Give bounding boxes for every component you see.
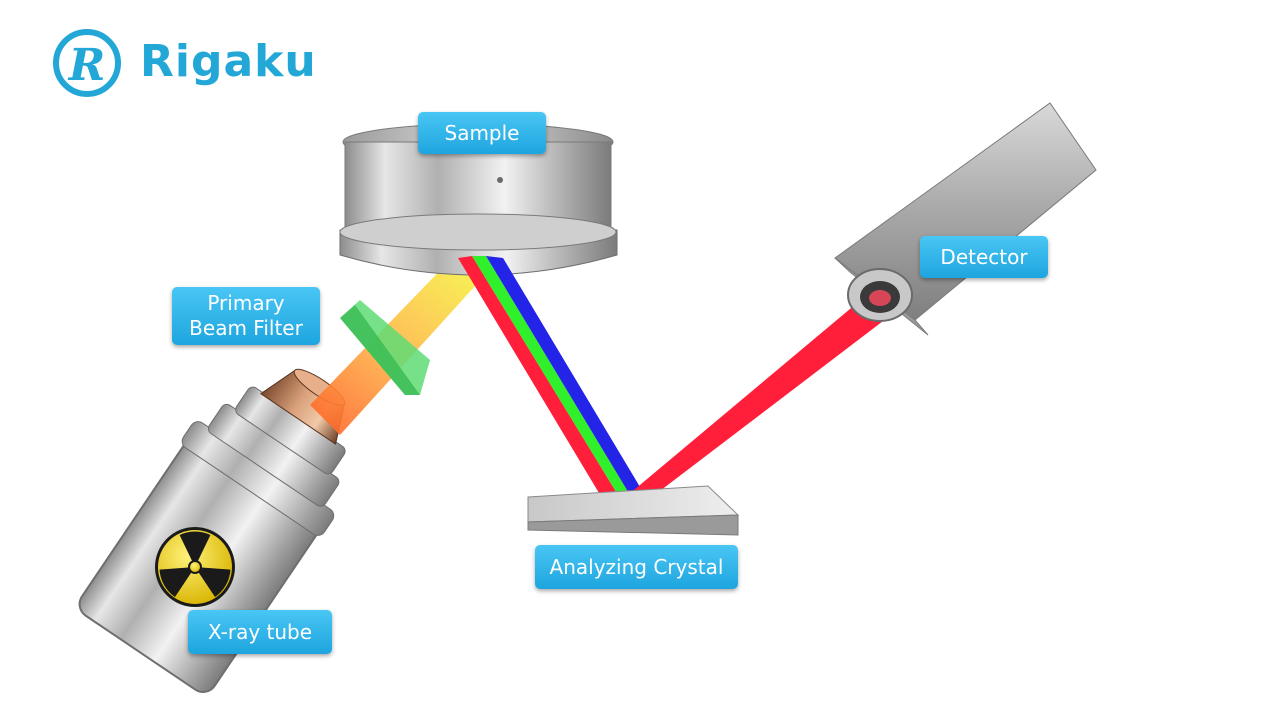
sample-label-text: Sample [444, 120, 520, 145]
brand-name: Rigaku [140, 36, 317, 87]
analyzing-crystal [527, 485, 740, 536]
svg-text:R: R [67, 40, 106, 91]
crystal-label-text: Analyzing Crystal [549, 554, 724, 579]
fluorescent-beams [458, 256, 643, 498]
primary-beam-filter [340, 300, 430, 395]
radiation-trefoil-icon [155, 527, 235, 607]
x-ray-tube-label: X-ray tube [188, 610, 332, 654]
x-ray-tube [78, 368, 346, 693]
detector-label-text: Detector [940, 244, 1028, 269]
tube-label-text: X-ray tube [207, 619, 313, 644]
primary-beam-filter-label: Primary Beam Filter [172, 287, 320, 345]
detector-label: Detector [920, 236, 1048, 278]
detector [834, 102, 1097, 336]
filter-label-line2: Beam Filter [189, 316, 303, 340]
sample-label: Sample [418, 112, 546, 154]
rigaku-logo-mark: R [53, 29, 121, 97]
diffracted-beam [628, 288, 895, 500]
filter-label-line1: Primary [207, 291, 285, 315]
analyzing-crystal-label: Analyzing Crystal [535, 545, 738, 589]
